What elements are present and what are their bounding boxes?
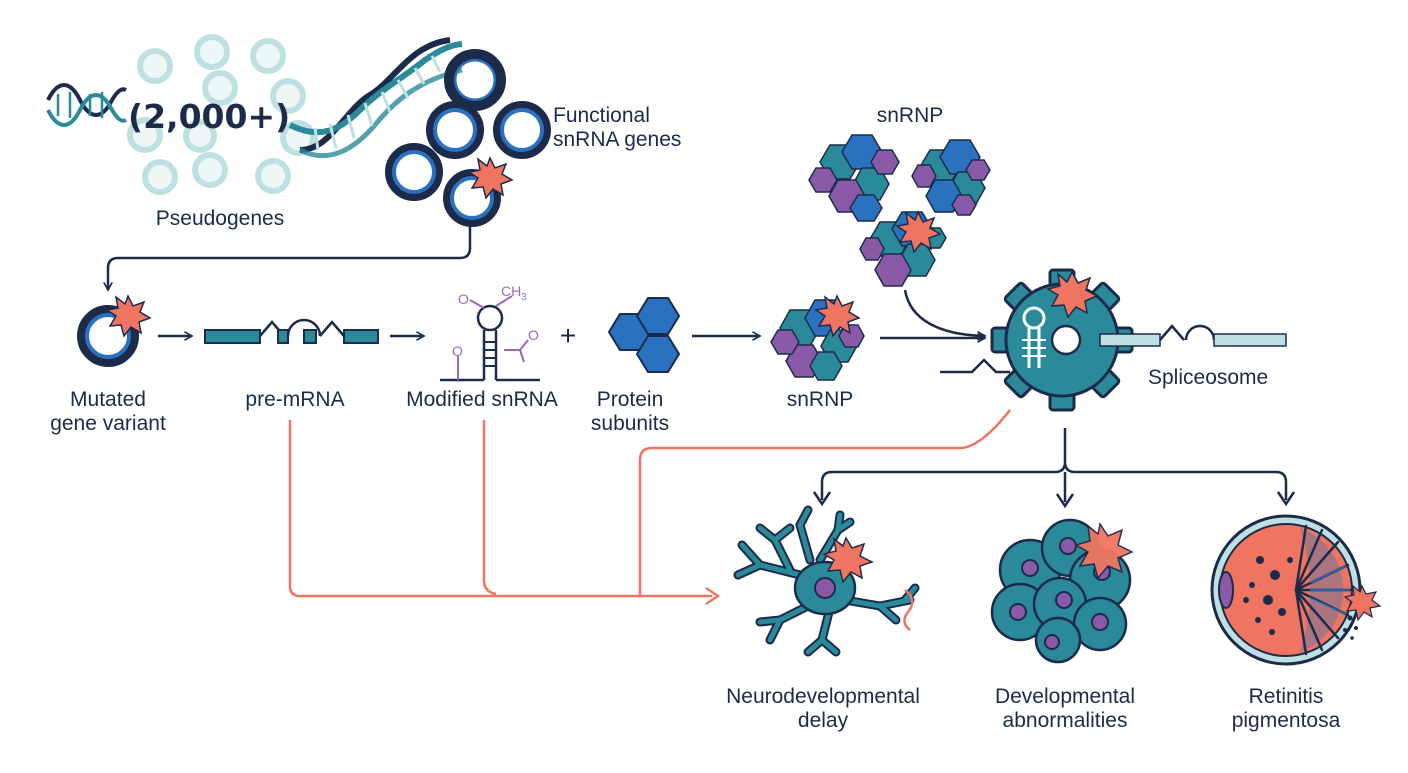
cell-burst-icon — [1074, 522, 1134, 580]
retinitis-label-2: pigmentosa — [1231, 709, 1341, 732]
snrnp-mid-label: snRNP — [786, 388, 854, 411]
neuron-icon — [733, 505, 920, 657]
mutated-gene-ring — [77, 294, 152, 367]
pseudogene-count: (2,000+) — [128, 97, 291, 136]
coral-effect-lines — [288, 409, 1011, 598]
functional-genes-label-2: snRNA genes — [553, 128, 682, 151]
retina-burst-icon — [1343, 584, 1382, 622]
spliceosome-label: Spliceosome — [1148, 366, 1269, 389]
spliceosome-branch-lines — [820, 428, 1288, 502]
chem-oxygen-2: O — [528, 327, 539, 343]
chem-labels: O CH 3 O O — [452, 283, 539, 359]
cell-cluster-icon — [990, 518, 1134, 664]
neurodevelopmental-label-1: Neurodevelopmental — [726, 685, 920, 708]
functional-gene-rings-inner — [392, 108, 544, 220]
pre-mrna-label: pre-mRNA — [245, 388, 345, 411]
mutated-label-1: Mutated — [70, 388, 146, 411]
chem-methyl-sub: 3 — [521, 292, 527, 303]
dna-double-helix-icon — [288, 37, 463, 159]
pre-mrna-strand — [204, 318, 379, 344]
retinitis-label-1: Retinitis — [1248, 685, 1324, 708]
mutated-label-2: gene variant — [50, 412, 166, 435]
modified-snrna-hairpin — [440, 295, 540, 382]
chem-oxygen-3: O — [452, 343, 463, 359]
functional-gene-rings — [385, 49, 551, 227]
plus-sign: + — [560, 320, 576, 351]
spliceosome-mrna-strand — [940, 324, 1287, 374]
neuron-burst-icon — [822, 536, 874, 584]
pseudogenes-label: Pseudogenes — [155, 207, 285, 230]
modified-snrna-label: Modified snRNA — [406, 388, 558, 411]
functional-genes-label-1: Functional — [553, 104, 650, 127]
coral-arrowhead — [705, 586, 721, 606]
arrowhead-retina — [1276, 491, 1296, 507]
connector-gene-to-mutated — [108, 225, 472, 290]
developmental-label-1: Developmental — [994, 685, 1136, 708]
dna-helix-icon — [46, 83, 127, 127]
chem-oxygen-1: O — [458, 291, 469, 307]
protein-subunits-label-1: Protein — [596, 388, 664, 411]
pseudogene-cluster — [127, 34, 316, 195]
arrowhead-neuro — [812, 491, 832, 507]
mutation-burst-icon — [467, 156, 514, 200]
snrnp-cluster-top-right — [911, 139, 991, 216]
spliceosome-gear — [990, 268, 1134, 412]
developmental-label-2: abnormalities — [1002, 709, 1128, 732]
arrow-top-snrnp-to-spliceosome — [903, 289, 985, 336]
protein-subunits-label-2: subunits — [590, 412, 670, 435]
spliceosome-burst-icon — [1046, 270, 1099, 319]
arrowhead-dev — [1055, 493, 1075, 509]
protein-subunits-icon — [607, 297, 681, 373]
snrnp-cluster-mid — [770, 294, 865, 381]
retina-eye-icon — [1210, 514, 1382, 666]
mutated-burst-icon — [105, 294, 152, 338]
neurodevelopmental-label-2: delay — [797, 709, 849, 732]
snrnp-cluster-top-left — [808, 134, 900, 222]
chem-methyl: CH — [501, 283, 521, 299]
snrnp-top-label: snRNP — [876, 104, 944, 127]
snrnp-cluster-top-bottom — [859, 210, 947, 287]
